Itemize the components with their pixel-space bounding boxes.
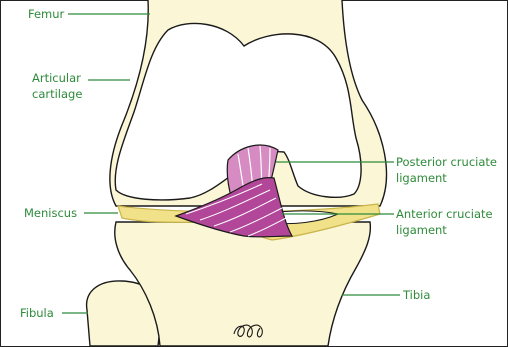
label-anterior-line1: Anterior cruciate	[396, 207, 493, 221]
label-articular-line1: Articular	[32, 71, 81, 85]
label-posterior-line1: Posterior cruciate	[396, 155, 497, 169]
label-fibula: Fibula	[20, 306, 54, 320]
label-posterior-line2: ligament	[396, 171, 447, 185]
label-articular-line2: cartilage	[32, 87, 82, 101]
label-femur: Femur	[28, 7, 65, 21]
label-meniscus: Meniscus	[24, 206, 77, 220]
label-anterior-line2: ligament	[396, 223, 447, 237]
label-tibia: Tibia	[402, 288, 430, 302]
